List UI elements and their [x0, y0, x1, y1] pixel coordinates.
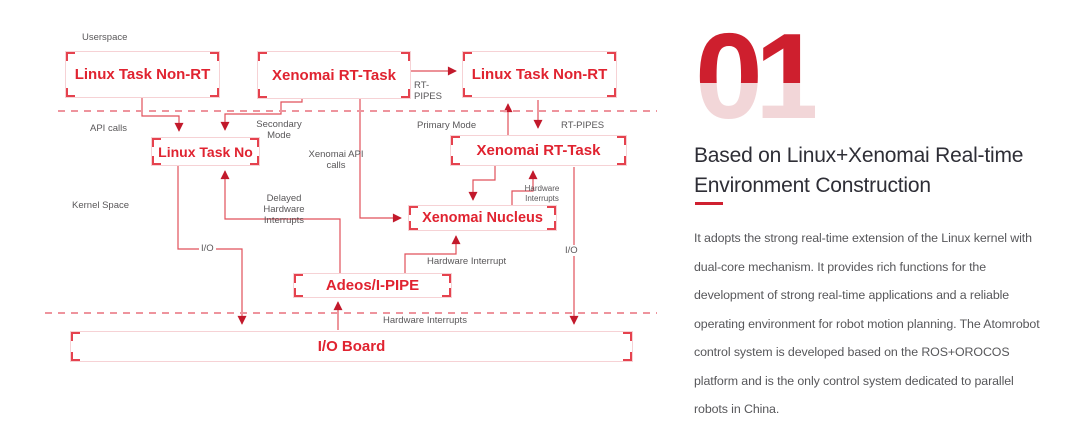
section-heading: Based on Linux+Xenomai Real-time Environ… — [694, 144, 1024, 197]
box-linux-task-nonrt-left: Linux Task Non-RT — [65, 51, 220, 98]
box-adeos-ipipe: Adeos/I-PIPE — [293, 273, 452, 298]
connector-lines — [141, 66, 579, 330]
description-panel: 01 Based on Linux+Xenomai Real-time Envi… — [694, 0, 1078, 434]
xenomai-api-calls-label: Xenomai API calls — [308, 149, 364, 171]
section-paragraph: It adopts the strong real-time extension… — [694, 231, 1040, 416]
architecture-diagram: Userspace API calls Kernel Space Seconda… — [45, 32, 657, 362]
section-number: 01 — [695, 8, 823, 144]
box-io-board: I/O Board — [70, 331, 633, 362]
kernel-space-label: Kernel Space — [72, 200, 130, 211]
box-xenomai-nucleus: Xenomai Nucleus — [408, 205, 557, 231]
userspace-label: Userspace — [82, 32, 128, 43]
kernel-hardware-divider — [45, 312, 657, 314]
api-calls-label: API calls — [90, 123, 127, 134]
rt-pipes-right-label: RT-PIPES — [561, 120, 605, 131]
hardware-interrupts-bottom-label: Hardware Interrupts — [383, 315, 467, 326]
heading-accent-dash — [695, 202, 723, 205]
userspace-kernel-divider — [58, 110, 657, 112]
rt-pipes-small-label: RT-PIPES — [414, 80, 442, 102]
primary-mode-label: Primary Mode — [417, 120, 477, 131]
secondary-mode-label: Secondary Mode — [256, 119, 302, 141]
io-left-label: I/O — [199, 243, 216, 254]
box-xenomai-rt-task-mid: Xenomai RT-Task — [450, 135, 627, 166]
box-xenomai-rt-task-top: Xenomai RT-Task — [257, 51, 411, 99]
hardware-interrupts-small-label: Hardware Interrupts — [524, 184, 560, 203]
delayed-hardware-interrupts-label: Delayed Hardware Interrupts — [263, 193, 305, 226]
box-linux-task-nonrt-right: Linux Task Non-RT — [462, 51, 617, 98]
box-linux-task-no: Linux Task No — [151, 137, 260, 166]
hardware-interrupt-label: Hardware Interrupt — [427, 256, 507, 267]
io-right-label: I/O — [563, 245, 580, 256]
